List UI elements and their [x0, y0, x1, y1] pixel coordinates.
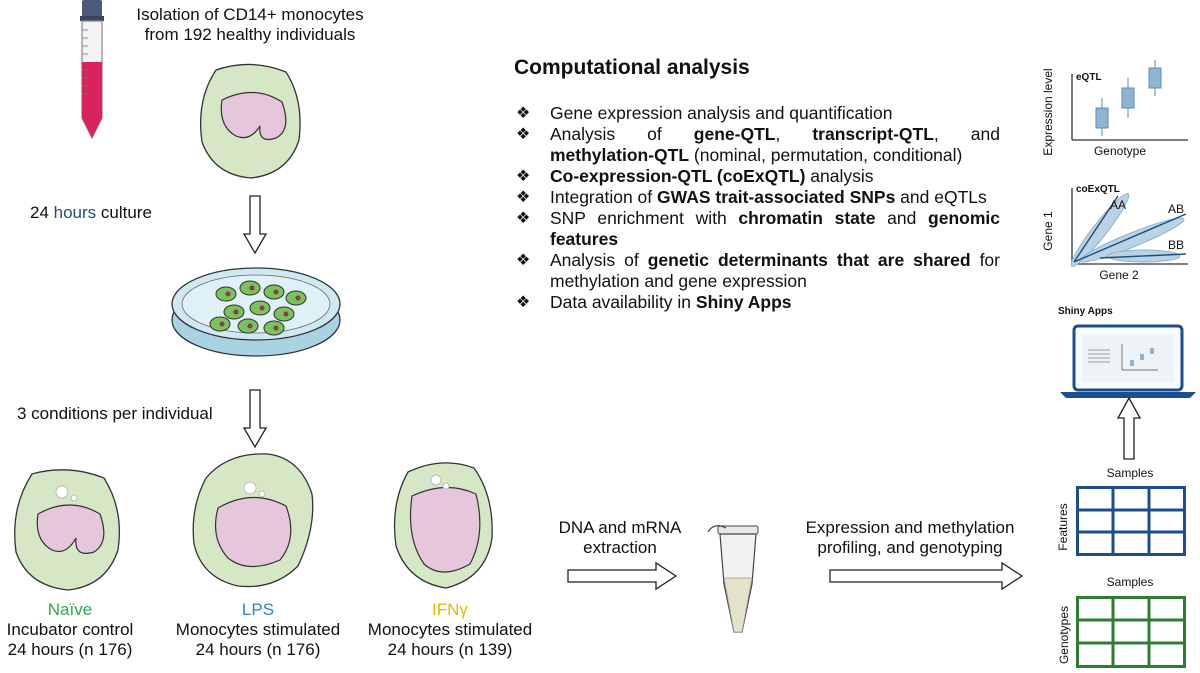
conditions-label: 3 conditions per individual	[17, 404, 213, 423]
eqtl-plot	[1071, 60, 1188, 141]
culture-hours: hours	[53, 203, 97, 222]
eqtl-xlabel: Genotype	[1093, 144, 1147, 158]
shiny-apps-title: Shiny Apps	[1058, 306, 1113, 317]
extraction-label: DNA and mRNA extraction	[540, 518, 700, 558]
condition-name: Naïve	[47, 600, 93, 619]
condition-duration: 24 hours (n 139)	[387, 640, 513, 659]
coexqtl-label-bb: BB	[1168, 238, 1185, 252]
condition-name: IFNγ	[432, 600, 468, 619]
profiling-line2: profiling, and genotyping	[817, 538, 1003, 557]
features-grid	[1076, 486, 1186, 556]
genotypes-grid-top-label: Samples	[1106, 575, 1154, 589]
down-arrow-icon	[242, 389, 268, 449]
petri-dish-icon	[171, 267, 341, 357]
analysis-item: Data availability in Shiny Apps	[514, 292, 1000, 313]
coexqtl-ylabel: Gene 1	[1041, 211, 1055, 251]
profiling-line1: Expression and methylation	[805, 518, 1015, 537]
genotypes-grid-side-label: Genotypes	[1057, 605, 1071, 665]
extraction-line2: extraction	[583, 538, 657, 557]
analysis-item: Analysis of genetic determinants that ar…	[514, 250, 1000, 292]
condition-name: LPS	[241, 600, 275, 619]
coexqtl-xlabel: Gene 2	[1099, 268, 1139, 282]
isolation-line2: from 192 healthy individuals	[144, 25, 356, 44]
analysis-item: Gene expression analysis and quantificat…	[514, 103, 1000, 124]
features-grid-side-label: Features	[1056, 503, 1070, 551]
coexqtl-label-ab: AB	[1168, 202, 1185, 216]
laptop-icon	[1060, 324, 1196, 398]
condition-naive: Naïve Incubator control 24 hours (n 176)	[0, 600, 150, 660]
coexqtl-plot	[1070, 188, 1188, 268]
eqtl-ylabel: Expression level	[1041, 68, 1055, 156]
condition-duration: 24 hours (n 176)	[7, 640, 133, 659]
profiling-label: Expression and methylation profiling, an…	[790, 518, 1030, 558]
culture-suffix: culture	[96, 203, 152, 222]
computational-analysis-title: Computational analysis	[514, 56, 750, 79]
condition-desc: Monocytes stimulated	[175, 620, 341, 639]
features-grid-top-label: Samples	[1106, 466, 1154, 480]
computational-analysis-list: Gene expression analysis and quantificat…	[514, 103, 1000, 313]
analysis-item: SNP enrichment with chromatin state and …	[514, 208, 1000, 250]
analysis-item: Integration of GWAS trait-associated SNP…	[514, 187, 1000, 208]
eqtl-tag: eQTL	[1076, 72, 1102, 83]
down-arrow-icon	[242, 195, 268, 255]
condition-desc: Incubator control	[6, 620, 134, 639]
analysis-item: Analysis of gene-QTL, transcript-QTL, an…	[514, 124, 1000, 166]
condition-desc: Monocytes stimulated	[367, 620, 533, 639]
analysis-item: Co-expression-QTL (coExQTL) analysis	[514, 166, 1000, 187]
culture-prefix: 24	[30, 203, 54, 222]
isolation-label: Isolation of CD14+ monocytes from 192 he…	[120, 5, 380, 45]
up-arrow-icon	[1116, 396, 1142, 460]
falcon-tube-icon	[80, 0, 104, 140]
condition-duration: 24 hours (n 176)	[195, 640, 321, 659]
coexqtl-tag: coExQTL	[1076, 184, 1120, 195]
naive-cell-icon	[14, 469, 121, 591]
lps-cell-icon	[192, 453, 314, 588]
ifng-cell-icon	[393, 462, 493, 589]
genotypes-grid	[1076, 596, 1186, 668]
monocyte-cell-icon	[199, 63, 301, 179]
condition-lps: LPS Monocytes stimulated 24 hours (n 176…	[158, 600, 358, 660]
culture-label: 24 hours culture	[30, 203, 152, 223]
isolation-line1: Isolation of CD14+ monocytes	[136, 5, 364, 24]
extraction-line1: DNA and mRNA	[558, 518, 682, 537]
eppendorf-tube-icon	[707, 525, 759, 633]
right-arrow-icon	[829, 561, 1024, 591]
condition-ifng: IFNγ Monocytes stimulated 24 hours (n 13…	[350, 600, 550, 660]
right-arrow-icon	[567, 561, 678, 591]
coexqtl-label-aa: AA	[1110, 198, 1127, 212]
